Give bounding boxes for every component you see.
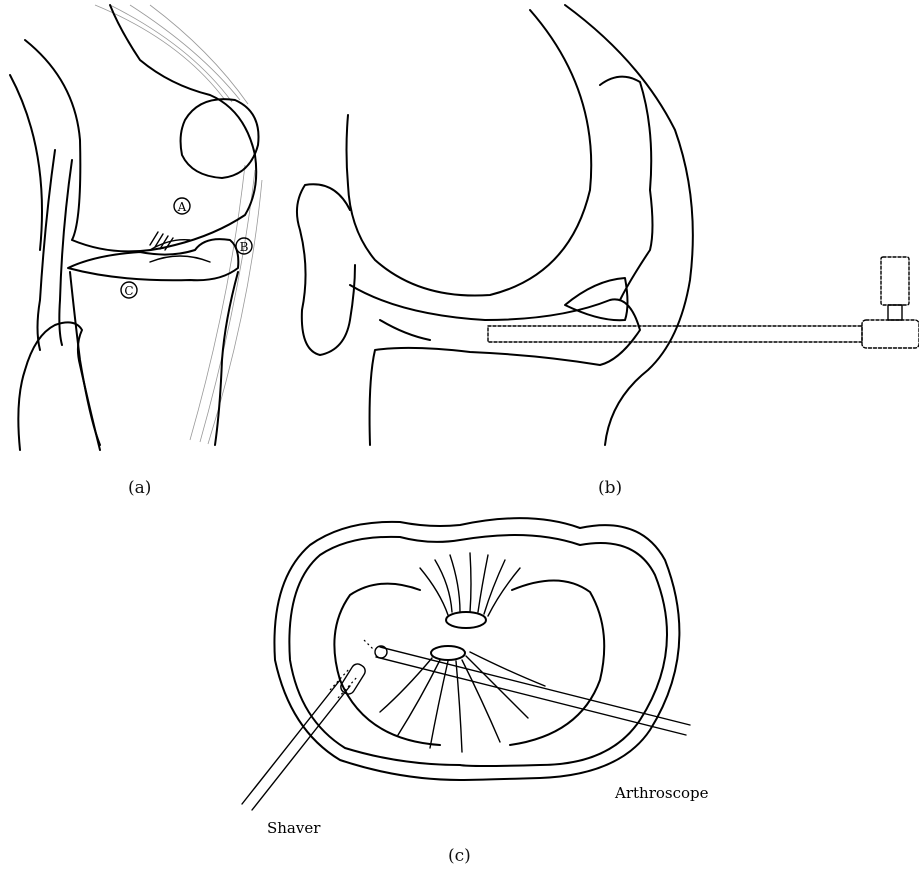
arthroscope-shaft: [488, 326, 862, 342]
panel-c-pcl-insertion: [431, 646, 465, 660]
label-shaver: Shaver: [267, 819, 321, 837]
panel-c-shaver: [242, 662, 367, 810]
panel-c-tibial-inner: [289, 535, 667, 766]
caption-panel-c: (c): [448, 846, 471, 866]
arthroscope-connector: [888, 305, 902, 320]
panel-b-illustration: [297, 5, 919, 445]
panel-a-femur-outline: [25, 5, 256, 251]
panel-a-meniscus: [68, 239, 238, 280]
panel-b-anterior-structure: [297, 184, 355, 355]
panel-c-illustration: [242, 518, 690, 810]
panel-b-arthroscope: [488, 257, 919, 348]
marker-b-text: B: [240, 240, 249, 254]
arthroscope-camera-port: [881, 257, 909, 305]
panel-b-capsule-outline: [565, 5, 693, 445]
panel-a-ligament-fibers: [95, 5, 262, 444]
panel-c-acl-insertion: [446, 612, 486, 628]
panel-c-arthroscope: [364, 640, 690, 735]
shaver-tip: [339, 662, 368, 697]
label-arthroscope: Arthroscope: [614, 784, 709, 802]
panel-b-anterior-meniscus: [380, 320, 430, 340]
panel-a-fibula: [38, 150, 73, 350]
caption-panel-a: (a): [128, 478, 151, 498]
panel-b-cartilage-line: [600, 77, 653, 300]
marker-a-text: A: [177, 200, 187, 214]
panel-b-femoral-condyle: [347, 10, 592, 296]
panel-a-marker-a: A: [174, 198, 190, 214]
panel-a-thigh-line: [10, 75, 42, 250]
panel-c-lateral-meniscus: [510, 580, 604, 745]
panel-a-patella: [181, 99, 259, 178]
panel-c-fibers: [380, 553, 545, 752]
panel-a-tibia: [70, 272, 238, 445]
panel-c-medial-meniscus: [334, 584, 440, 745]
arthroscope-handle: [862, 320, 919, 348]
panel-a-marker-c: C: [121, 282, 137, 298]
caption-panel-b: (b): [598, 478, 622, 498]
panel-a-lower-leg-contour: [18, 322, 100, 450]
panel-b-tibial-plateau: [350, 285, 640, 445]
marker-c-text: C: [124, 284, 133, 298]
panel-a-illustration: A B C: [10, 5, 262, 450]
panel-a-marker-b: B: [236, 238, 252, 254]
